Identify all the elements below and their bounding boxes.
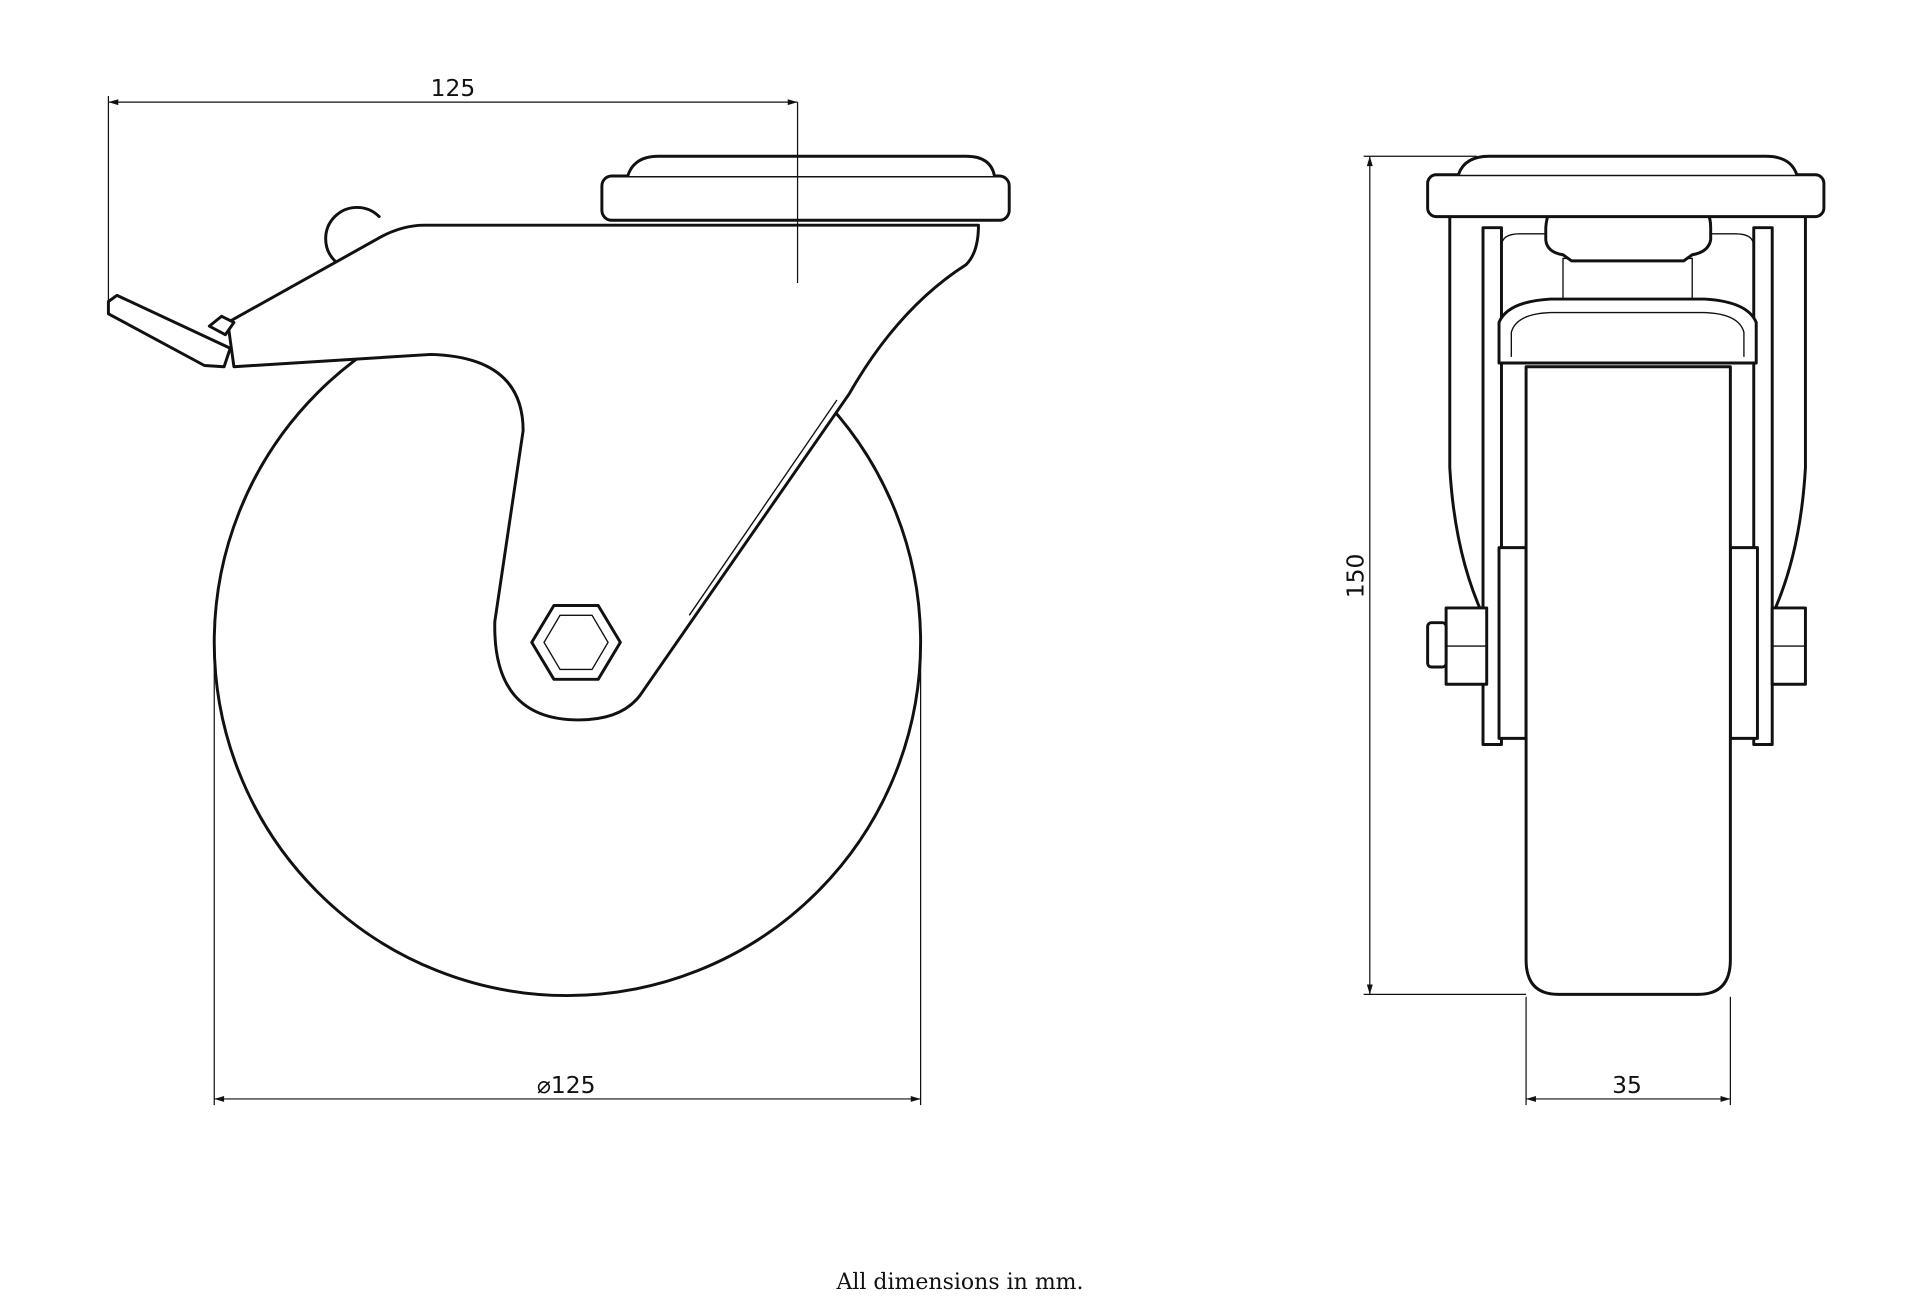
top-plate-front <box>1426 173 1826 219</box>
brake-shoe <box>1497 297 1758 365</box>
fork-edge <box>688 399 838 616</box>
caption: All dimensions in mm. <box>836 1270 1084 1295</box>
bolt-stub <box>1426 621 1448 669</box>
dim-label-150: 150 <box>1342 554 1370 599</box>
fork-body <box>226 223 980 722</box>
brake-springs <box>1562 257 1693 300</box>
axle-hex-inner <box>543 614 609 671</box>
dim-label-diameter: ⌀125 <box>537 1071 596 1099</box>
top-plate-boss-front <box>1457 154 1799 176</box>
dim-label-35: 35 <box>1612 1071 1642 1099</box>
top-plate-boss <box>626 154 996 177</box>
brake-ring <box>324 206 381 263</box>
front-view <box>1426 154 1826 996</box>
dimension-lines: 125 ⌀125 150 35 <box>107 74 1731 1106</box>
wheel-front <box>1524 365 1732 996</box>
hub-right <box>1728 546 1759 740</box>
fork-outer <box>1448 213 1807 617</box>
brake-tab <box>207 314 236 337</box>
brake-pedal <box>106 293 232 369</box>
dim-label-125: 125 <box>431 74 476 102</box>
brake-lever-top <box>1544 205 1713 263</box>
brake-shoe-inner <box>1510 311 1745 357</box>
top-plate <box>600 174 1011 222</box>
side-view <box>106 102 1011 998</box>
hub-left <box>1497 546 1528 740</box>
axle-hex-nut <box>530 603 622 681</box>
